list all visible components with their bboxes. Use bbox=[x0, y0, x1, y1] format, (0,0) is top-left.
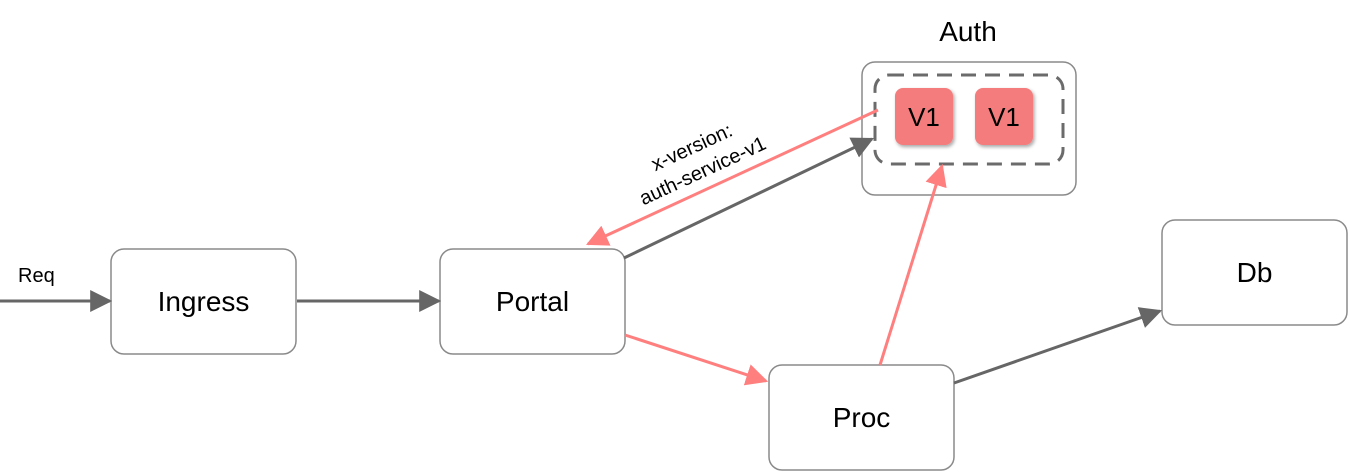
ingress-node[interactable]: Ingress bbox=[110, 248, 297, 355]
auth-group-title: Auth bbox=[939, 16, 997, 47]
db-label: Db bbox=[1237, 257, 1273, 288]
edge-auth-to-portal bbox=[586, 108, 879, 246]
auth-instance-group bbox=[873, 73, 1065, 166]
edge-proc-to-auth bbox=[878, 163, 947, 366]
edge-portal-to-auth bbox=[623, 137, 874, 260]
ingress-label: Ingress bbox=[158, 286, 250, 317]
auth-instance-1-label: V1 bbox=[908, 102, 940, 132]
portal-label: Portal bbox=[496, 286, 569, 317]
auth-instance-2-label: V1 bbox=[988, 102, 1020, 132]
edge-proc-to-db bbox=[953, 307, 1163, 385]
proc-node[interactable]: Proc bbox=[768, 364, 955, 471]
auth-instance-1[interactable]: V1 bbox=[895, 88, 953, 145]
proc-label: Proc bbox=[833, 402, 891, 433]
portal-node[interactable]: Portal bbox=[439, 248, 626, 355]
auth-instance-2[interactable]: V1 bbox=[975, 88, 1033, 145]
request-label: Req bbox=[18, 265, 55, 287]
edge-portal-to-proc bbox=[624, 333, 769, 386]
db-node[interactable]: Db bbox=[1161, 219, 1348, 326]
auth-service-box[interactable] bbox=[861, 61, 1077, 196]
